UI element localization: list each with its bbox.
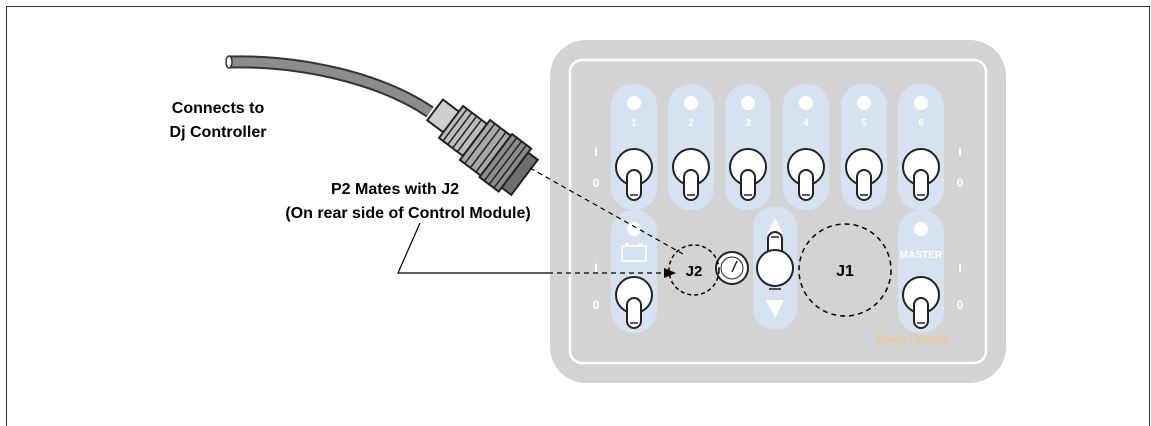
control-module-bezel bbox=[568, 58, 988, 365]
bottom-left-on-mark: I bbox=[594, 261, 597, 275]
dj-controller-label: Dj Controller bbox=[170, 124, 267, 141]
connects-to-label: Connects to bbox=[172, 100, 265, 117]
battery-icon bbox=[621, 243, 647, 262]
switch-1-number: 1 bbox=[631, 118, 637, 129]
switch-5[interactable]: 5 bbox=[841, 84, 887, 210]
switch-3[interactable]: 3 bbox=[725, 84, 771, 210]
switch-2-number: 2 bbox=[688, 118, 694, 129]
down-arrow-icon bbox=[766, 300, 784, 318]
j2-label: J2 bbox=[686, 263, 703, 280]
switch-4[interactable]: 4 bbox=[783, 84, 829, 210]
switch-5-number: 5 bbox=[861, 118, 867, 129]
top-switch-row: 1 2 3 4 bbox=[611, 84, 944, 210]
switch-6-number: 6 bbox=[918, 118, 924, 129]
brand-right: Boom Control bbox=[875, 331, 949, 346]
battery-switch[interactable] bbox=[611, 210, 657, 333]
top-right-off-mark: 0 bbox=[957, 176, 964, 190]
bottom-right-on-mark: I bbox=[958, 261, 961, 275]
p2-connector bbox=[425, 98, 540, 197]
j1-label: J1 bbox=[836, 263, 854, 280]
j2-location bbox=[668, 244, 720, 296]
switch-2[interactable]: 2 bbox=[668, 84, 714, 210]
boom-up-down-switch[interactable] bbox=[753, 207, 797, 329]
connector-to-j2-line bbox=[529, 167, 684, 255]
switch-3-number: 3 bbox=[745, 118, 751, 129]
top-left-off-mark: 0 bbox=[593, 176, 600, 190]
p2-leader-line bbox=[397, 222, 548, 274]
arrow-head-icon bbox=[664, 268, 676, 278]
j1-location bbox=[798, 223, 892, 317]
diagram-frame bbox=[6, 6, 1150, 426]
bottom-left-off-mark: 0 bbox=[593, 298, 600, 312]
top-right-on-mark: I bbox=[958, 145, 961, 159]
switch-4-number: 4 bbox=[803, 118, 809, 129]
cable-end bbox=[225, 55, 233, 69]
bottom-right-off-mark: 0 bbox=[957, 298, 964, 312]
top-left-on-mark: I bbox=[594, 145, 597, 159]
p2-mates-label: P2 Mates with J2 bbox=[331, 181, 459, 198]
up-arrow-icon bbox=[767, 218, 783, 234]
rear-side-label: (On rear side of Control Module) bbox=[285, 205, 530, 222]
switch-6[interactable]: 6 bbox=[898, 84, 944, 210]
master-label: MASTER bbox=[900, 250, 943, 261]
master-switch[interactable]: MASTER bbox=[898, 210, 944, 333]
switch-1[interactable]: 1 bbox=[611, 84, 657, 210]
